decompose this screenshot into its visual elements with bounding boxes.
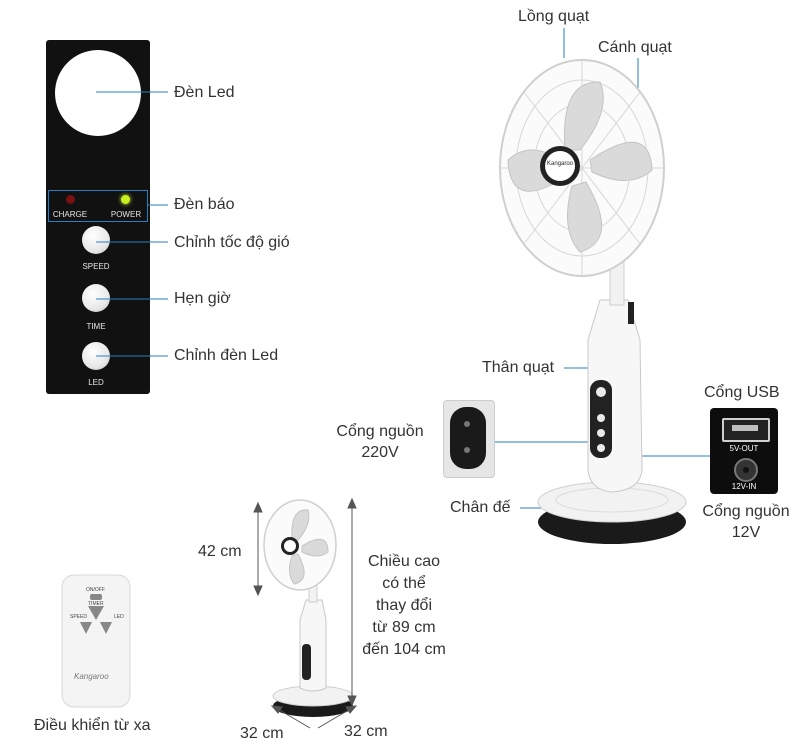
control-panel: CHARGE POWER SPEED TIME LED (46, 40, 150, 394)
remote-brand: Kangaroo (74, 672, 109, 681)
dc-in-port (734, 458, 758, 482)
usb-out-label: 5V-OUT (729, 444, 759, 453)
dim-height-line5: đến 104 cm (362, 641, 446, 658)
usb-port (722, 418, 770, 442)
remote-onoff-text: ON/OFF (86, 587, 105, 593)
led-label: LED (88, 378, 104, 387)
callout-den-bao: Đèn báo (174, 196, 235, 213)
main-fan (499, 59, 687, 544)
callout-cong-usb: Cổng USB (704, 384, 780, 401)
time-label: TIME (86, 322, 106, 331)
callout-cong-nguon-12-line2: 12V (731, 524, 761, 541)
dim-height-line3: thay đổi (375, 597, 433, 614)
dim-line-width-left (275, 707, 311, 729)
remote-control (61, 574, 131, 708)
fan-brand-text: Kangaroo (546, 161, 574, 167)
timer-button[interactable] (82, 284, 110, 312)
speed-label: SPEED (82, 262, 110, 271)
led-light (55, 50, 141, 136)
power-label: POWER (110, 210, 142, 219)
remote-timer-text: TIMER (88, 601, 104, 607)
callout-long-quat: Lồng quạt (518, 8, 590, 25)
charge-indicator (66, 195, 75, 204)
dim-head-height: 42 cm (198, 543, 242, 560)
remote-speed-text: SPEED (70, 614, 87, 620)
dim-height-line4: từ 89 cm (372, 619, 436, 636)
socket-usb-inset: 5V-OUT 12V-IN (710, 408, 778, 494)
power-indicator (121, 195, 130, 204)
callout-hen-gio: Hẹn giờ (174, 290, 231, 307)
callout-cong-nguon-220-line2: 220V (361, 444, 399, 461)
dim-height-line1: Chiều cao (367, 553, 441, 570)
indicator-lights (48, 190, 148, 222)
remote-led-text: LED (114, 614, 124, 620)
dim-width-left: 32 cm (240, 725, 284, 742)
callout-cong-nguon-12-line1: Cổng nguồn (702, 503, 790, 520)
socket-220v-inset (443, 400, 495, 478)
callout-chan-de: Chân đế (450, 499, 511, 516)
dim-line-width-right (317, 707, 353, 729)
remote-label: Điều khiển từ xa (34, 717, 151, 734)
callout-cong-nguon-220-line1: Cổng nguồn (336, 423, 424, 440)
callout-canh-quat: Cánh quạt (598, 39, 672, 56)
callout-than-quat: Thân quạt (482, 359, 555, 376)
socket-220v (450, 407, 486, 469)
callout-den-led: Đèn Led (174, 84, 235, 101)
small-fan (263, 499, 354, 717)
speed-button[interactable] (82, 226, 110, 254)
callout-chinh-den-led: Chỉnh đèn Led (174, 347, 279, 364)
dc-in-label: 12V-IN (731, 482, 757, 491)
dim-width-right: 32 cm (344, 723, 388, 740)
callout-chinh-toc-do-gio: Chỉnh tốc độ gió (174, 234, 290, 251)
dim-height-line2: có thể (382, 575, 426, 592)
charge-label: CHARGE (52, 210, 88, 219)
